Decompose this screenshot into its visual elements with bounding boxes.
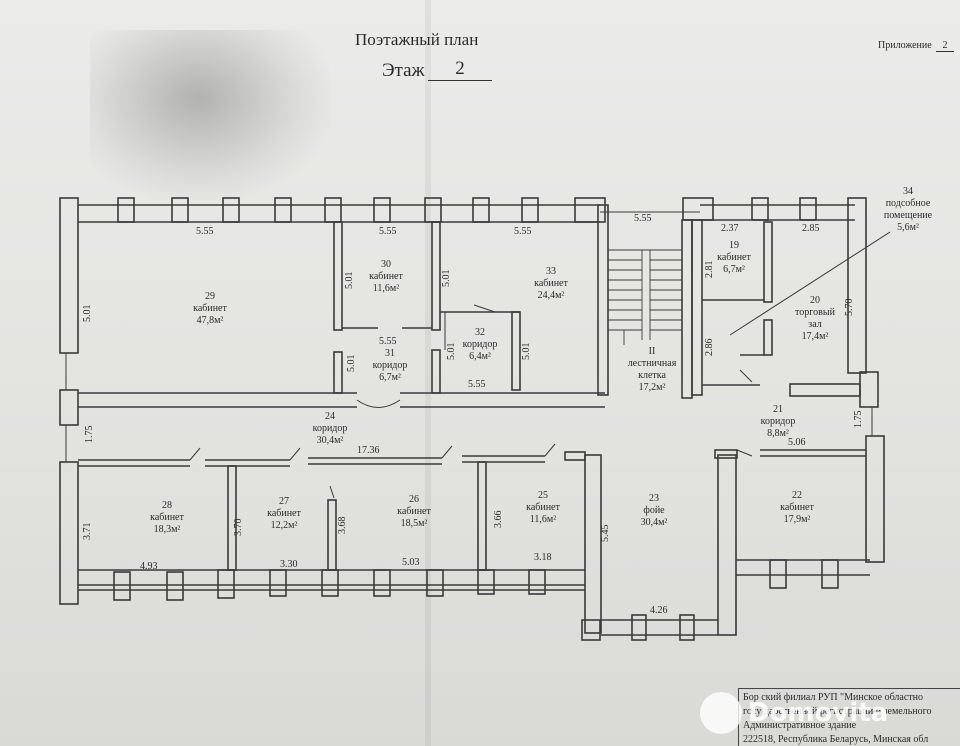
stamp-line-1: Бор ский филиал РУП "Минское областно — [743, 692, 923, 703]
watermark-text: Domovita — [748, 698, 889, 728]
stamp-line-4: 222518, Республика Беларусь, Минская обл — [743, 734, 929, 745]
dim-label: 3.18 — [534, 552, 552, 563]
floor-value: 2 — [428, 58, 492, 81]
dim-label: 3.68 — [337, 516, 348, 535]
dim-label: 17.36 — [357, 445, 380, 456]
dim-label: 5.55 — [468, 379, 486, 390]
dim-label: 4.26 — [650, 605, 668, 616]
dim-label: 5.01 — [344, 271, 355, 290]
dim-label: 2.81 — [704, 260, 715, 279]
plan-title: Поэтажный план — [355, 30, 479, 49]
dim-label: 5.01 — [521, 342, 532, 361]
paper-fold — [425, 0, 431, 746]
dim-label: 5.01 — [346, 354, 357, 373]
dim-label: 5.55 — [514, 226, 532, 237]
dim-label: 5.01 — [82, 304, 93, 323]
annex-value: 2 — [936, 40, 954, 52]
floor-label: Этаж — [382, 60, 425, 81]
annex-label: Приложение — [878, 40, 932, 51]
dim-label: 3.66 — [493, 510, 504, 529]
dim-label: 5.01 — [446, 342, 457, 361]
dim-label: 3.71 — [82, 522, 93, 541]
stamp-line-2: госу дарственной регистрации и земельног… — [743, 706, 932, 717]
dim-label: 5.01 — [441, 269, 452, 288]
dim-label: 2.86 — [704, 338, 715, 357]
dim-label: 5.55 — [196, 226, 214, 237]
paper-stain — [90, 30, 330, 200]
dim-label: 2.85 — [802, 223, 820, 234]
dim-label: 5.70 — [844, 298, 855, 317]
watermark: Domovita — [700, 688, 888, 738]
dim-label: 5.45 — [600, 524, 611, 543]
dim-label: 5.55 — [379, 336, 397, 347]
stamp-line-3: Административное здание — [743, 720, 857, 731]
dim-label: 5.03 — [402, 557, 420, 568]
dim-label: 1.75 — [84, 425, 95, 444]
dim-label: 1.75 — [853, 410, 864, 429]
dim-label: 5.55 — [379, 226, 397, 237]
dim-label: 3.30 — [280, 559, 298, 570]
dim-label: 5.06 — [788, 437, 806, 448]
dim-label: 5.55 — [634, 213, 652, 224]
dim-label: 4.93 — [140, 561, 158, 572]
dim-label: 3.70 — [233, 518, 244, 537]
dim-label: 2.37 — [721, 223, 739, 234]
watermark-logo-icon — [700, 692, 742, 734]
